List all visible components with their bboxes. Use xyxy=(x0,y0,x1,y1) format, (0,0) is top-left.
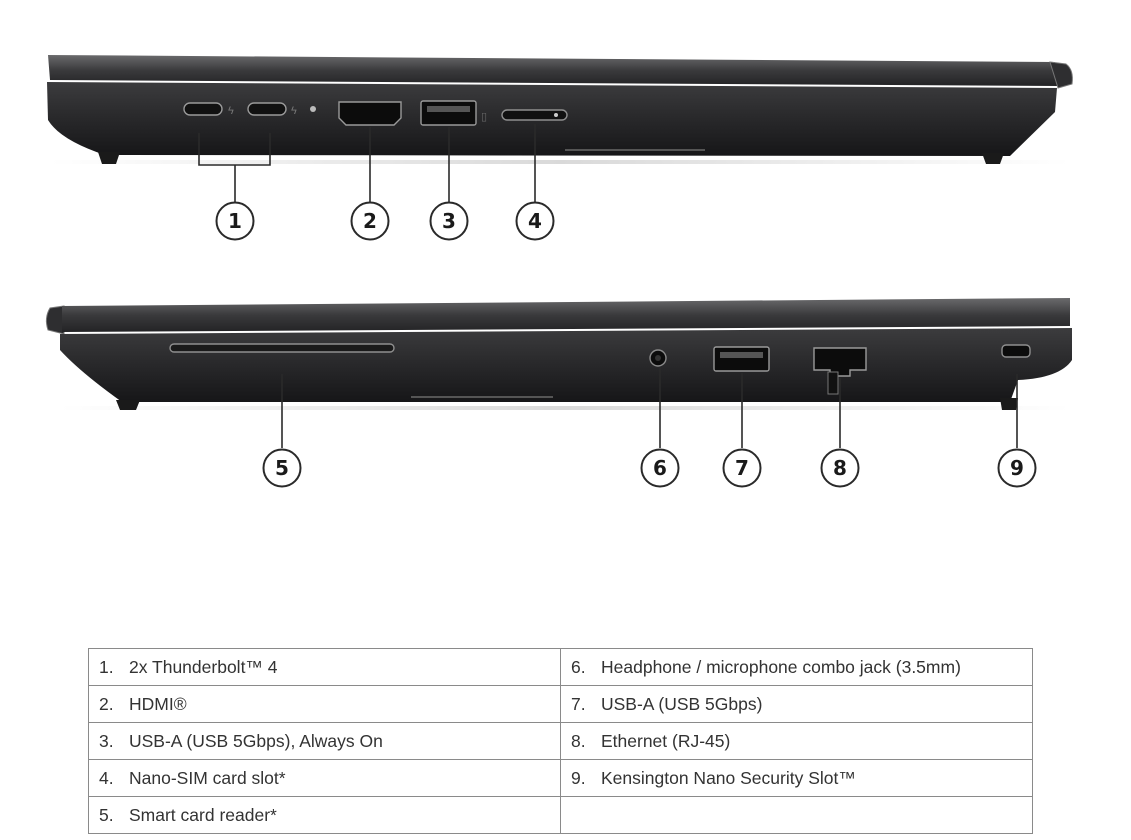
usb-a-port-1 xyxy=(420,100,477,126)
legend-text: Ethernet (RJ-45) xyxy=(601,730,731,751)
callout-4-label: 4 xyxy=(528,209,542,233)
legend-cell: 3. USB-A (USB 5Gbps), Always On xyxy=(88,722,561,760)
thunderbolt-icon-1: ϟ xyxy=(228,105,234,117)
foot-left-2 xyxy=(116,400,140,410)
nano-sim-slot xyxy=(501,109,568,121)
callout-6: 6 xyxy=(640,448,680,488)
status-led xyxy=(310,106,316,112)
callout-3: 3 xyxy=(429,201,469,241)
hinge-2 xyxy=(45,305,65,335)
lid xyxy=(48,55,1058,86)
legend-text: Kensington Nano Security Slot™ xyxy=(601,767,856,788)
legend-number: 4. xyxy=(99,767,114,788)
floor-shadow xyxy=(50,160,1070,164)
legend-cell: 9. Kensington Nano Security Slot™ xyxy=(560,759,1033,797)
callout-leaders-bottom xyxy=(281,368,1018,448)
callout-4: 4 xyxy=(515,201,555,241)
base-2 xyxy=(60,328,1072,402)
legend-cell: 1. 2x Thunderbolt™ 4 xyxy=(88,648,561,686)
callout-9-label: 9 xyxy=(1010,456,1024,480)
foot-right xyxy=(982,153,1004,164)
usb-c-port-1 xyxy=(183,102,223,116)
legend-text: Smart card reader* xyxy=(129,804,277,825)
callout-9: 9 xyxy=(997,448,1037,488)
laptop-port-diagram: ϟ ϟ ▯ 1 2 3 4 xyxy=(45,55,1073,488)
callout-5-label: 5 xyxy=(275,456,289,480)
legend-cell: 5. Smart card reader* xyxy=(88,796,561,834)
callout-5: 5 xyxy=(262,448,302,488)
callout-7: 7 xyxy=(722,448,762,488)
legend-number: 2. xyxy=(99,693,114,714)
callout-leaders-top xyxy=(198,124,536,202)
legend-text: USB-A (USB 5Gbps), Always On xyxy=(129,730,383,751)
callout-7-label: 7 xyxy=(735,456,749,480)
sim-eject-hole xyxy=(554,113,558,117)
legend-number: 3. xyxy=(99,730,114,751)
table-row: 1. 2x Thunderbolt™ 4 6. Headphone / microp… xyxy=(88,648,1033,686)
callout-8: 8 xyxy=(820,448,860,488)
hdmi-port xyxy=(338,101,402,126)
foot-left xyxy=(98,152,120,164)
laptop-left-side: ϟ ϟ ▯ xyxy=(47,55,1073,164)
legend-cell: 6. Headphone / microphone combo jack (3.5… xyxy=(560,648,1033,686)
floor-shadow-2 xyxy=(60,406,1070,410)
callout-2: 2 xyxy=(350,201,390,241)
foot-right-2 xyxy=(1000,398,1018,410)
legend-text: USB-A (USB 5Gbps) xyxy=(601,693,763,714)
battery-icon: ▯ xyxy=(481,111,487,123)
usb-a-tongue-1 xyxy=(427,106,470,112)
legend-number: 1. xyxy=(99,656,114,677)
legend-number: 8. xyxy=(571,730,586,751)
ethernet-flap xyxy=(827,371,839,395)
legend-cell: 4. Nano-SIM card slot* xyxy=(88,759,561,797)
table-row: 2. HDMI® 7. USB-A (USB 5Gbps) xyxy=(88,685,1033,723)
legend-number: 9. xyxy=(571,767,586,788)
legend-number: 6. xyxy=(571,656,586,677)
legend-text: 2x Thunderbolt™ 4 xyxy=(129,656,278,677)
table-row: 4. Nano-SIM card slot* 9. Kensington Nano … xyxy=(88,759,1033,797)
smart-card-slot xyxy=(169,343,395,353)
legend-text: HDMI® xyxy=(129,693,187,714)
laptop-right-side xyxy=(45,298,1072,410)
callout-8-label: 8 xyxy=(833,456,847,480)
table-row: 3. USB-A (USB 5Gbps), Always On 8. Etherne… xyxy=(88,722,1033,760)
legend-number: 5. xyxy=(99,804,114,825)
legend-number: 7. xyxy=(571,693,586,714)
callout-3-label: 3 xyxy=(442,209,456,233)
callout-1-label: 1 xyxy=(228,209,242,233)
callout-6-label: 6 xyxy=(653,456,667,480)
hinge xyxy=(1049,61,1073,89)
lid-2 xyxy=(62,298,1070,332)
legend-text: Headphone / microphone combo jack (3.5mm… xyxy=(601,656,961,677)
callout-2-label: 2 xyxy=(363,209,377,233)
legend-cell: 8. Ethernet (RJ-45) xyxy=(560,722,1033,760)
legend-cell: 7. USB-A (USB 5Gbps) xyxy=(560,685,1033,723)
thunderbolt-icon-2: ϟ xyxy=(291,105,297,117)
legend-cell: 2. HDMI® xyxy=(88,685,561,723)
usb-c-port-2 xyxy=(247,102,287,116)
table-row: 5. Smart card reader* xyxy=(88,796,1033,834)
ethernet-port xyxy=(813,347,867,377)
legend-text: Nano-SIM card slot* xyxy=(129,767,286,788)
audio-jack-hole xyxy=(655,355,661,361)
callout-1: 1 xyxy=(215,201,255,241)
legend-cell-empty xyxy=(560,796,1033,834)
kensington-slot xyxy=(1001,344,1031,358)
ports-legend-table: 1. 2x Thunderbolt™ 4 6. Headphone / microp… xyxy=(88,648,1033,834)
usb-a-tongue-2 xyxy=(720,352,763,358)
usb-a-port-2 xyxy=(713,346,770,372)
